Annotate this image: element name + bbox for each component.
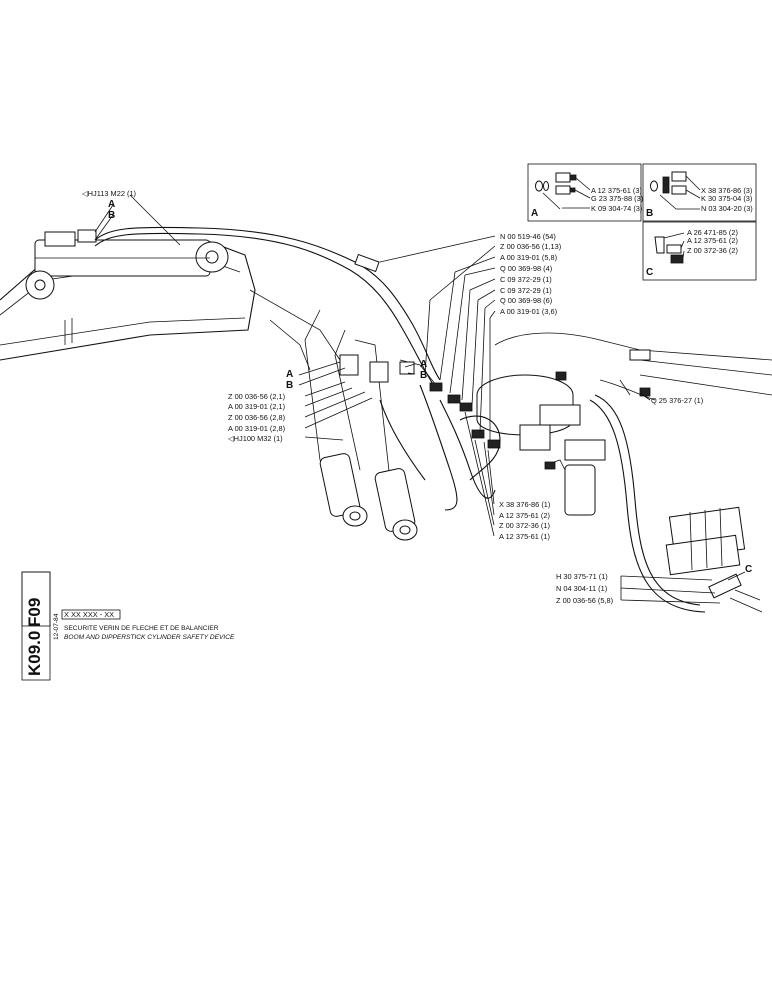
label-c: C: [745, 564, 752, 575]
valve-block: [476, 374, 606, 516]
label-t1: N 00 519-46 (54): [500, 232, 556, 241]
label-m2: A 12 375-61 (2): [499, 511, 550, 520]
fitting-icon: [555, 172, 571, 183]
label-b-top: B: [108, 210, 115, 221]
sheet-title-fr: SECURITE VERIN DE FLECHE ET DE BALANCIER: [64, 625, 219, 632]
inset-box-a: A A 12 375-61 (3) G 23 375-88 (3) K 09 3…: [527, 163, 643, 222]
fitting-icon: [671, 171, 687, 182]
inset-c-item-2: A 12 375-61 (2): [687, 236, 738, 245]
inset-c-item-3: Z 00 372-36 (2): [687, 246, 738, 255]
dipperstick-cylinders: [304, 309, 441, 541]
inset-box-b: B X 38 376-86 (3) K 30 375-04 (3) N 03 3…: [642, 163, 757, 222]
inset-b-letter: B: [646, 208, 653, 219]
inset-b-item-1: X 38 376-86 (3): [701, 186, 752, 195]
label-b-left: B: [286, 380, 293, 391]
inset-a-letter: A: [531, 208, 538, 219]
label-l3: Z 00 036-56 (2,8): [228, 413, 285, 422]
sheet-code-2-visible: K09.0: [25, 631, 44, 676]
label-l4: A 00 319-01 (2,8): [228, 424, 285, 433]
o-ring-icon: [650, 180, 658, 192]
inset-a-item-2: G 23 375-88 (3): [591, 194, 643, 203]
inset-c-item-1: A 26 471-85 (2): [687, 228, 738, 237]
inset-b-item-2: K 30 375-04 (3): [701, 194, 752, 203]
label-r3: Z 00 036-56 (5,8): [556, 596, 613, 605]
label-hj113: ◁HJ113 M22 (1): [82, 189, 136, 198]
leader-lines: [94, 194, 746, 604]
boom-hoses: [94, 226, 441, 387]
label-r1: H 30 375-71 (1): [556, 572, 608, 581]
label-a-right: A: [420, 359, 427, 370]
label-a-top: A: [108, 199, 115, 210]
chassis-lines: [494, 332, 772, 396]
boom-cylinder: [25, 229, 229, 300]
inset-b-item-3: N 03 304-20 (3): [701, 204, 753, 213]
sheet-code-1: F09: [25, 598, 44, 627]
inset-a-item-3: K 09 304-74 (3): [591, 204, 642, 213]
sheet-title-en: BOOM AND DIPPERSTICK CYLINDER SAFETY DEV…: [64, 634, 235, 641]
label-t6: C 09 372-29 (1): [500, 286, 552, 295]
title-block: F09 K09.0 K09.0 12-07-84 X XX XXX - XX S…: [21, 571, 235, 681]
control-valve-bank: [665, 506, 763, 613]
label-t5: C 09 372-29 (1): [500, 275, 552, 284]
sheet-date: 12-07-84: [53, 613, 60, 640]
label-q: Q 25 376-27 (1): [651, 396, 703, 405]
label-t8: A 00 319-01 (3,6): [500, 307, 557, 316]
label-t3: A 00 319-01 (5,8): [500, 253, 557, 262]
control-hoses: [379, 379, 706, 613]
label-l5: ◁HJ100 M32 (1): [228, 434, 283, 443]
inset-c-letter: C: [646, 267, 653, 278]
hose-fittings: [429, 371, 651, 470]
label-t4: Q 00 369-98 (4): [500, 264, 552, 273]
inset-a-item-1: A 12 375-61 (3): [591, 186, 642, 195]
label-t7: Q 00 369-98 (6): [500, 296, 552, 305]
o-ring-icon: [535, 180, 543, 192]
label-b-right: B: [420, 370, 427, 381]
sheet-ref: X XX XXX - XX: [64, 610, 114, 619]
label-t2: Z 00 036-56 (1,13): [500, 242, 561, 251]
label-a-left: A: [286, 369, 293, 380]
label-m1: X 38 376-86 (1): [499, 500, 550, 509]
inset-box-c: C A 26 471-85 (2) A 12 375-61 (2) Z 00 3…: [642, 221, 757, 281]
label-l2: A 00 319-01 (2,1): [228, 402, 285, 411]
label-r2: N 04 304-11 (1): [556, 584, 607, 593]
label-l1: Z 00 036-56 (2,1): [228, 392, 285, 401]
elbow-fitting-icon: [654, 236, 665, 254]
label-m4: A 12 375-61 (1): [499, 532, 550, 541]
label-m3: Z 00 372-36 (1): [499, 521, 550, 530]
